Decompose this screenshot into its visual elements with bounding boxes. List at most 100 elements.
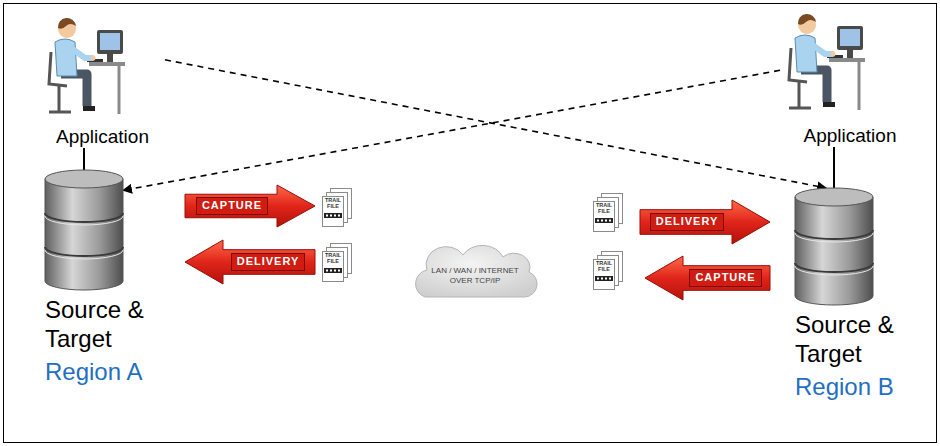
file-page (594, 260, 615, 290)
person-icon (789, 14, 865, 110)
file-bar-dot (338, 270, 340, 272)
trail-file: TRAIL FILE (322, 243, 352, 283)
file-bar-dot (330, 215, 332, 217)
flow-arrow: CAPTURE (185, 185, 315, 227)
file-bar (324, 268, 342, 273)
cylinder-shape (45, 170, 123, 290)
person-icon-part (811, 44, 832, 54)
cylinder-band (45, 250, 123, 259)
file-bar-dot (326, 215, 328, 217)
person-icon-part (55, 39, 77, 76)
dashed-connector (165, 60, 826, 188)
cylinder-body (45, 179, 123, 290)
cloud-label-area: LAN / WAN / INTERNET OVER TCP/IP (427, 257, 523, 295)
flow-label: CAPTURE (196, 197, 268, 214)
cylinder-band (795, 263, 873, 272)
file-bar (595, 276, 613, 281)
cylinder-top (45, 170, 123, 188)
network-cloud: LAN / WAN / INTERNET OVER TCP/IP (405, 243, 545, 305)
file-bar-dot (334, 270, 336, 272)
cylinder-band (795, 266, 873, 275)
file-bar-dot (326, 270, 328, 272)
frame-border (4, 4, 937, 443)
application-label: Application (56, 126, 149, 148)
file-bar-dot (597, 278, 599, 280)
file-bar-dot (597, 220, 599, 222)
arrow-label-area: DELIVERY (225, 250, 311, 275)
trail-file-label: TRAIL FILE (323, 198, 343, 209)
cylinder-band (45, 213, 123, 222)
person-icon-part (83, 106, 95, 111)
region-label: Region B (795, 373, 925, 402)
file-bar (324, 213, 342, 218)
arrow-label-area: CAPTURE (685, 266, 766, 291)
cylinder-band (45, 247, 123, 256)
file-bar-dot (609, 278, 611, 280)
file-page (323, 252, 344, 282)
person-icon-part (831, 52, 836, 57)
person-icon-part (97, 30, 123, 54)
person-icon-part (118, 66, 121, 114)
person-icon-part (61, 74, 87, 106)
arrow-label-area: DELIVERY (644, 210, 730, 235)
flow-label: DELIVERY (650, 213, 725, 230)
file-bar-dot (330, 270, 332, 272)
trail-label-area: TRAIL FILE (594, 261, 614, 272)
person-icon-part (58, 86, 61, 112)
person-icon-part (829, 58, 865, 62)
person-icon-part (58, 18, 76, 29)
application-node: Application (40, 8, 165, 148)
person-icon-part (49, 111, 71, 114)
trail-file: TRAIL FILE (593, 251, 623, 291)
cylinder-band (45, 216, 123, 225)
file-page (594, 202, 615, 232)
person-icon-part (801, 70, 827, 102)
trail-file-label: TRAIL FILE (594, 203, 614, 214)
cylinder-band (795, 230, 873, 239)
person-icon-part (847, 50, 853, 58)
file-bar-dot (334, 215, 336, 217)
trail-file: TRAIL FILE (593, 193, 623, 233)
application-label: Application (804, 125, 897, 147)
database-caption: Source & TargetRegion B (795, 311, 925, 401)
trail-label-area: TRAIL FILE (323, 198, 343, 209)
file-bar-dot (338, 215, 340, 217)
arrow-outline (185, 240, 315, 284)
cylinder-shape (795, 188, 873, 305)
cylinder-top (795, 188, 873, 206)
arrow-outline (185, 185, 315, 227)
person-icon-part (71, 48, 92, 58)
person-icon-part (798, 82, 801, 108)
flow-arrow: DELIVERY (185, 240, 315, 284)
database-node: Source & TargetRegion A (45, 170, 123, 290)
file-page (323, 197, 344, 227)
file-bar-dot (605, 220, 607, 222)
trail-file-label: TRAIL FILE (323, 253, 343, 264)
file-bar-dot (601, 278, 603, 280)
flow-arrow: CAPTURE (645, 256, 770, 300)
person-icon (49, 18, 125, 114)
dashed-connector (123, 70, 780, 190)
person-icon-part (89, 62, 125, 66)
person-icon-part (91, 56, 96, 61)
network-label: LAN / WAN / INTERNET OVER TCP/IP (427, 266, 523, 285)
arrow-outline (645, 256, 770, 300)
person-icon-part (107, 54, 113, 62)
file-bar-dot (601, 220, 603, 222)
trail-file-label: TRAIL FILE (594, 261, 614, 272)
connector-line (833, 147, 835, 188)
flow-label: DELIVERY (231, 253, 306, 270)
database-node: Source & TargetRegion B (795, 188, 873, 305)
trail-label-area: TRAIL FILE (594, 203, 614, 214)
cloud-outline (416, 245, 538, 297)
flow-label: CAPTURE (689, 269, 761, 286)
person-icon-part (795, 35, 817, 72)
role-label: Source & Target (795, 311, 925, 369)
application-node: Application (780, 5, 920, 147)
file-bar-dot (605, 278, 607, 280)
connector-line (83, 148, 85, 170)
trail-label-area: TRAIL FILE (323, 253, 343, 264)
person-icon-part (789, 107, 811, 110)
